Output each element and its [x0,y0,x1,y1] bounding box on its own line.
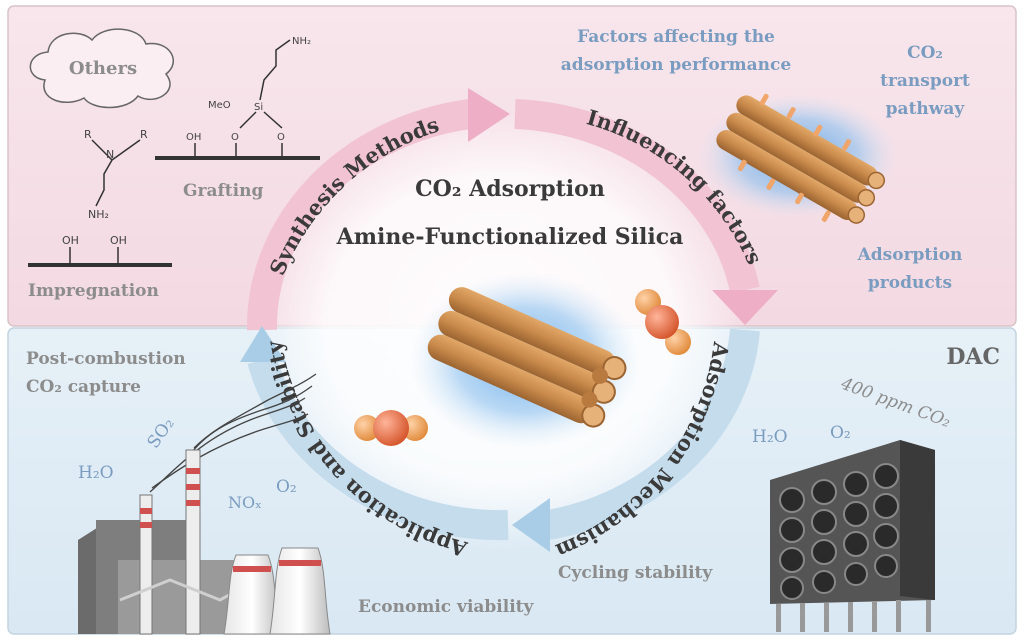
arrow-mechanism [545,328,760,540]
gas-nox: NOₓ [228,493,262,512]
chem-oh: OH [186,132,201,143]
chem-r: R [84,128,92,141]
rod-tube [427,334,595,424]
others-cloud: Others [29,28,175,109]
cooling-tower [269,547,331,635]
cycle-arrows [240,88,778,552]
transport-line2: transport [880,71,970,91]
chem-o: O [277,132,285,143]
center-title-line1: CO₂ Adsorption [415,176,605,202]
center-silica-rod [410,272,640,448]
post-combustion-line1: Post-combustion [26,349,186,369]
gas-h2o: H₂O [78,463,114,483]
chem-si: Si [254,102,263,113]
factors-line1: Factors affecting the [577,27,775,47]
grafting-label: Grafting [183,181,263,201]
amine-groups [737,93,852,222]
dac-h2o: H₂O [752,427,788,447]
impregnation-structure [28,139,172,267]
chem-oh: OH [62,234,79,247]
chem-nh2: NH₂ [88,208,109,221]
chimney [185,449,201,635]
transport-line1: CO₂ [907,43,943,63]
center-title-line2: Amine-Functionalized Silica [336,224,684,250]
cycling-stability: Cycling stability [558,563,713,583]
co2-molecule [635,289,691,355]
factors-line2: adsorption performance [561,55,792,75]
chem-nh2: NH₂ [292,36,311,47]
chem-meo: MeO [208,100,231,111]
chem-oh: OH [110,234,127,247]
pore [581,391,598,408]
products-line2: products [868,273,952,293]
rod-tube [438,310,605,400]
arrowhead-synthesis [468,88,510,142]
cloud-shape [29,28,175,109]
pore [581,403,606,428]
products-line1: Adsorption [857,245,963,265]
dac-label: DAC [946,344,1000,370]
post-combustion-line2: CO₂ capture [26,377,141,397]
pore [592,367,609,384]
arrowhead-mechanism [512,498,550,552]
fan-grid [779,463,899,600]
chem-o: O [231,132,239,143]
pore [591,379,616,404]
gas-o2: O₂ [276,477,297,497]
dac-unit-illustration [770,440,935,632]
functionalized-silica-rod [698,93,898,224]
grafting-structure [155,39,320,160]
arrow-influencing [514,99,760,294]
arrow-synthesis [246,99,473,331]
impregnation-label: Impregnation [28,281,159,301]
pore [602,356,627,381]
chem-n: N [106,148,114,161]
others-label: Others [69,58,137,79]
support-legs [776,600,931,632]
arrowhead-application [240,326,286,362]
economic-viability: Economic viability [358,597,535,617]
rod-tube [448,287,616,376]
power-plant-illustration [78,449,331,635]
chem-r: R [140,128,148,141]
smoke-lines [149,373,317,493]
transport-line3: pathway [886,99,966,119]
co2-molecule [354,410,428,446]
dac-o2: O₂ [830,423,851,443]
arrow-application [247,355,509,541]
arrowhead-influencing [712,290,778,325]
chimney [139,494,153,635]
